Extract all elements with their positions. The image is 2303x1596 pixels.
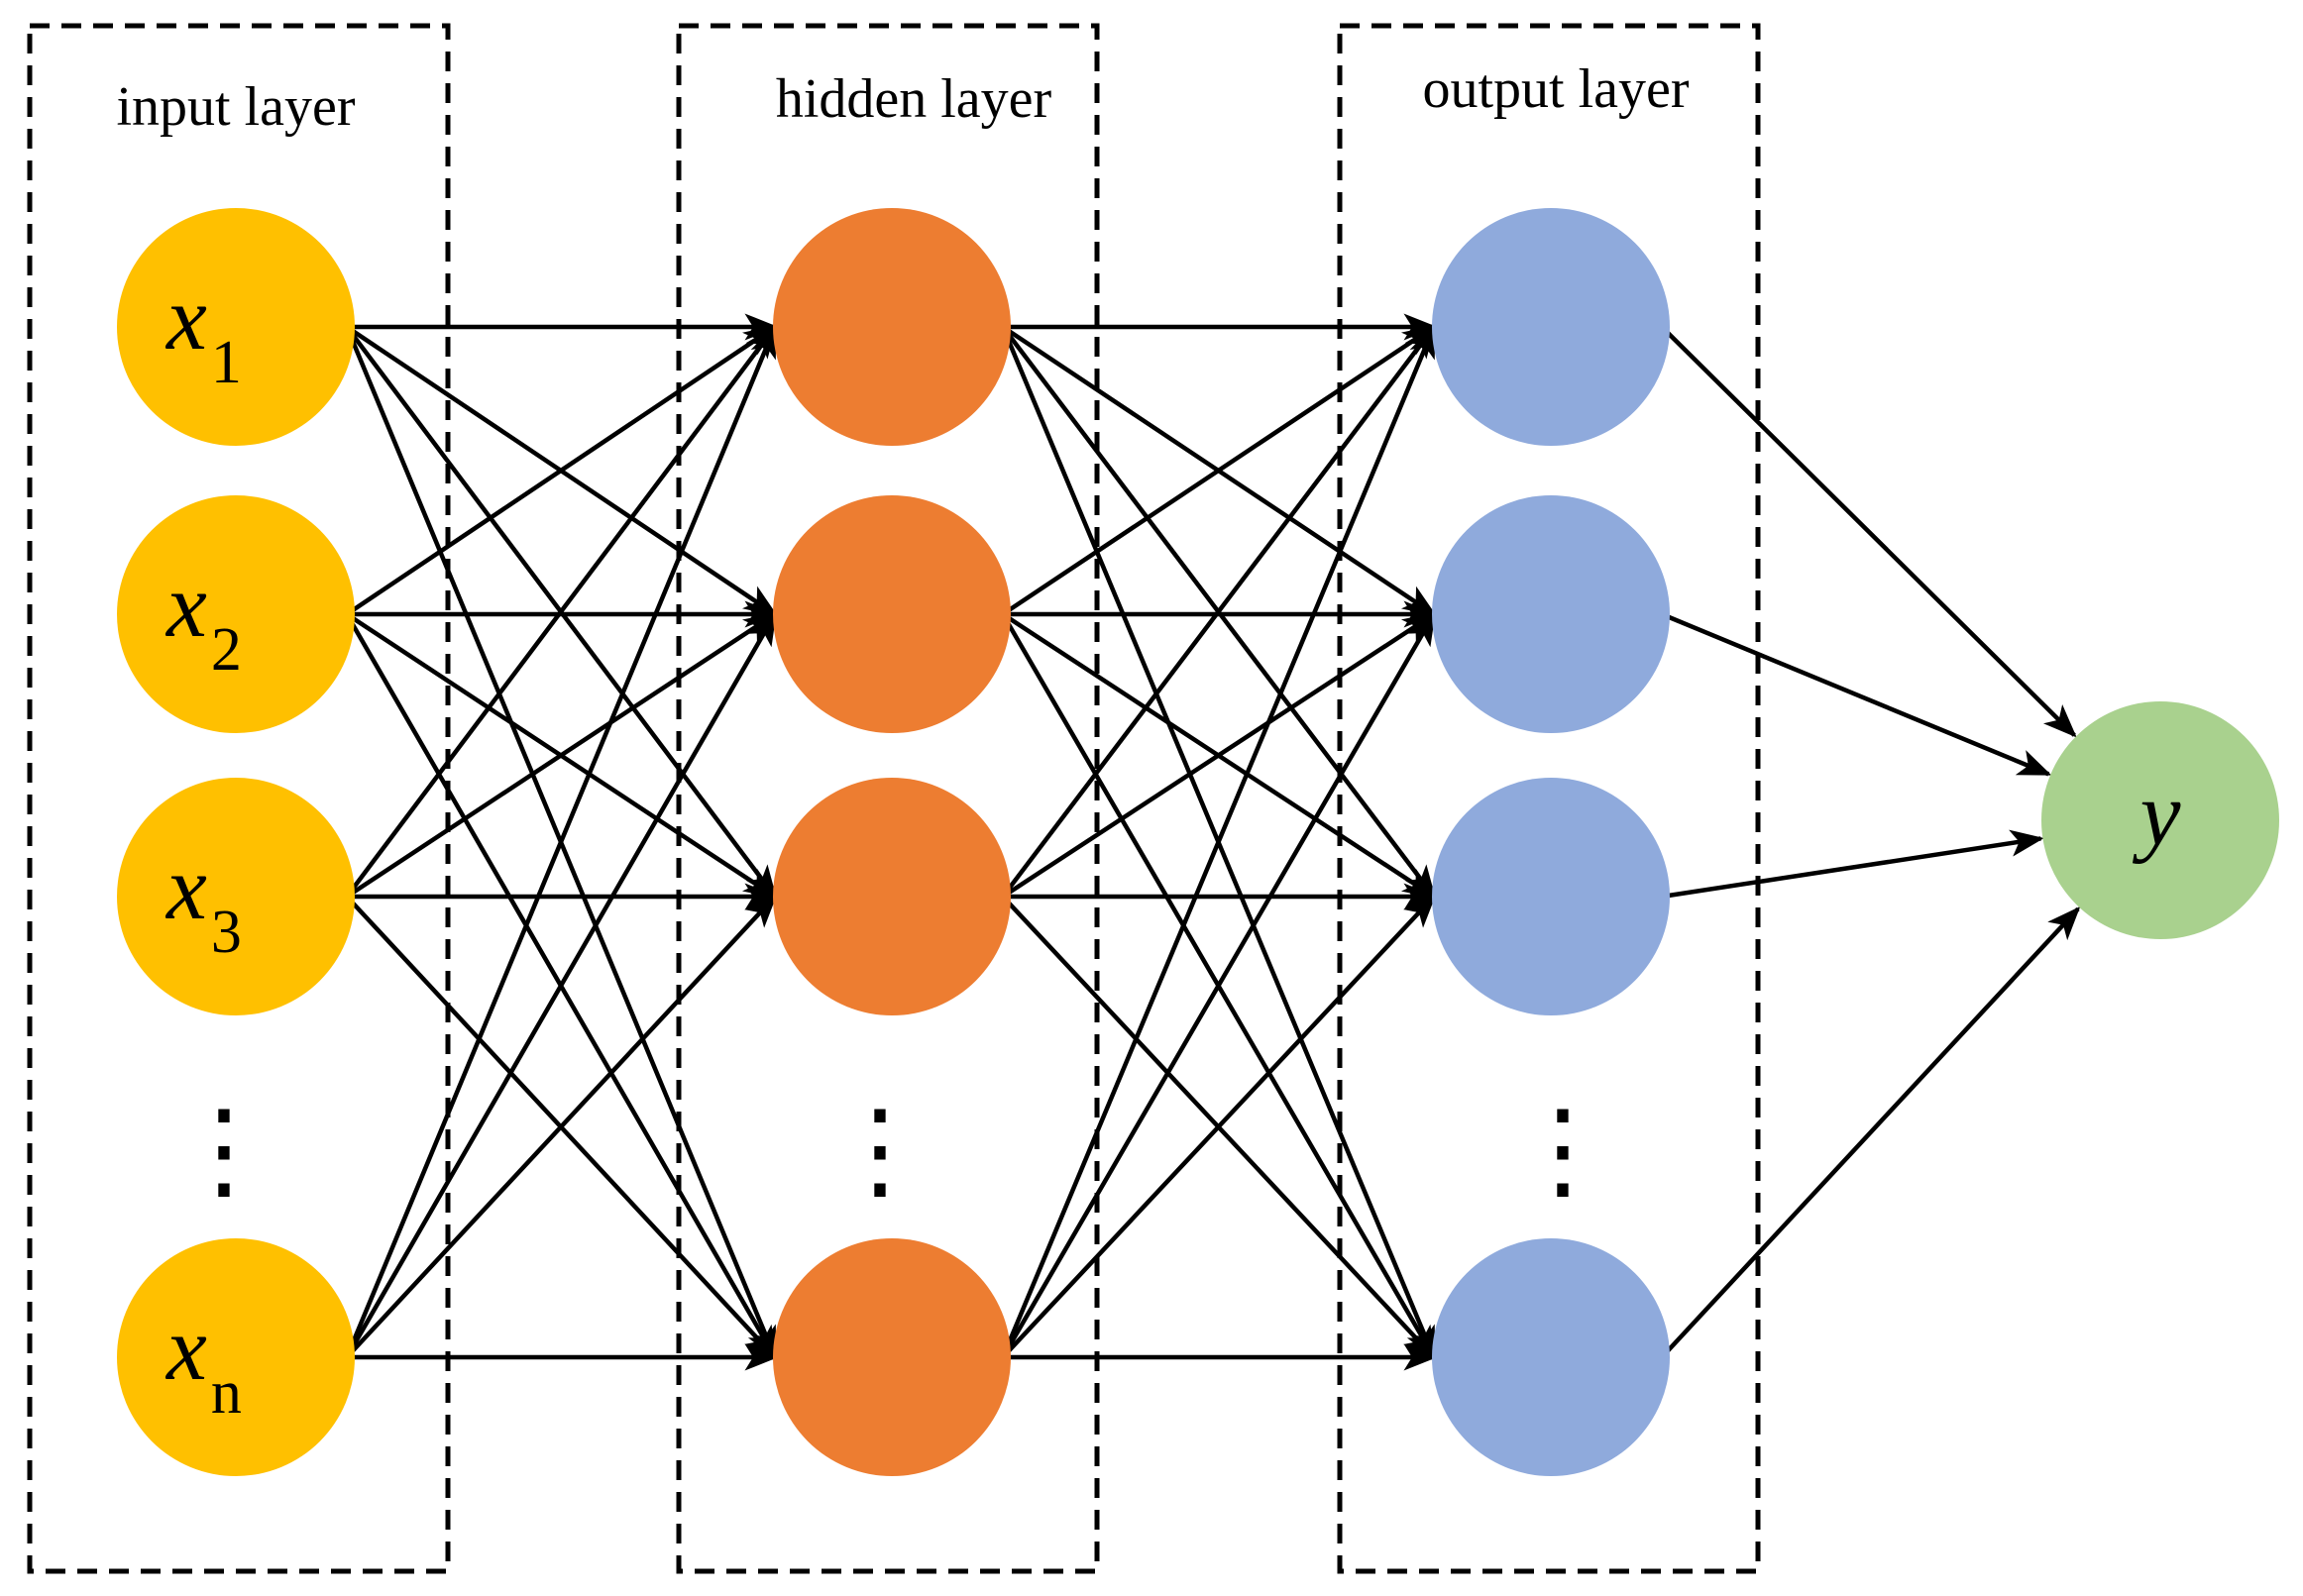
input-node-label-3: x3 bbox=[164, 837, 242, 966]
input-node-3 bbox=[117, 778, 355, 1015]
input-ellipsis: ⋮ bbox=[169, 1090, 278, 1211]
edge-l1-2-0 bbox=[1001, 324, 1437, 899]
edge-l0-2-1 bbox=[345, 612, 778, 899]
hidden-node-2 bbox=[773, 495, 1011, 733]
output-ellipsis: ⋮ bbox=[1508, 1090, 1617, 1211]
output-layer-title: output layer bbox=[1422, 58, 1689, 120]
edge-l1-1-0 bbox=[1001, 325, 1437, 616]
input-node-2 bbox=[117, 495, 355, 733]
hidden-layer-box bbox=[676, 23, 1100, 1574]
connections bbox=[344, 313, 2081, 1371]
edge-l1-3-2 bbox=[1001, 894, 1437, 1359]
edge-out-0 bbox=[1660, 325, 2077, 738]
output-layer-box bbox=[1337, 23, 1761, 1574]
edge-l0-3-0 bbox=[344, 323, 778, 1358]
edge-l0-3-1 bbox=[345, 611, 777, 1359]
input-node-label-4: xn bbox=[164, 1298, 242, 1427]
hidden-node-3 bbox=[773, 778, 1011, 1015]
edge-l1-2-1 bbox=[1001, 612, 1437, 899]
edge-out-2 bbox=[1661, 829, 2044, 900]
edge-out-1 bbox=[1661, 611, 2052, 777]
input-node-1 bbox=[117, 208, 355, 446]
output-node-2 bbox=[1432, 495, 1670, 733]
final-output-label: y bbox=[2133, 763, 2181, 864]
final-output-node bbox=[2041, 701, 2279, 939]
output-node-3 bbox=[1432, 778, 1670, 1015]
hidden-ellipsis: ⋮ bbox=[825, 1090, 934, 1211]
input-layer-title: input layer bbox=[116, 76, 355, 138]
hidden-node-4 bbox=[773, 1238, 1011, 1476]
hidden-layer-title: hidden layer bbox=[776, 68, 1052, 130]
input-node-label-2: x2 bbox=[164, 555, 242, 684]
output-node-1 bbox=[1432, 208, 1670, 446]
input-node-4 bbox=[117, 1238, 355, 1476]
edge-l1-3-0 bbox=[1000, 323, 1437, 1358]
edge-out-3 bbox=[1660, 905, 2081, 1359]
nodes: x1 x2 x3 xn y bbox=[117, 208, 2279, 1476]
hidden-node-1 bbox=[773, 208, 1011, 446]
edge-l0-1-0 bbox=[345, 325, 778, 616]
edge-l0-3-2 bbox=[345, 894, 778, 1359]
input-layer-box bbox=[27, 23, 451, 1574]
edge-l0-2-0 bbox=[345, 324, 778, 899]
input-node-label-1: x1 bbox=[164, 267, 242, 396]
output-node-4 bbox=[1432, 1238, 1670, 1476]
edge-l1-3-1 bbox=[1001, 611, 1436, 1359]
